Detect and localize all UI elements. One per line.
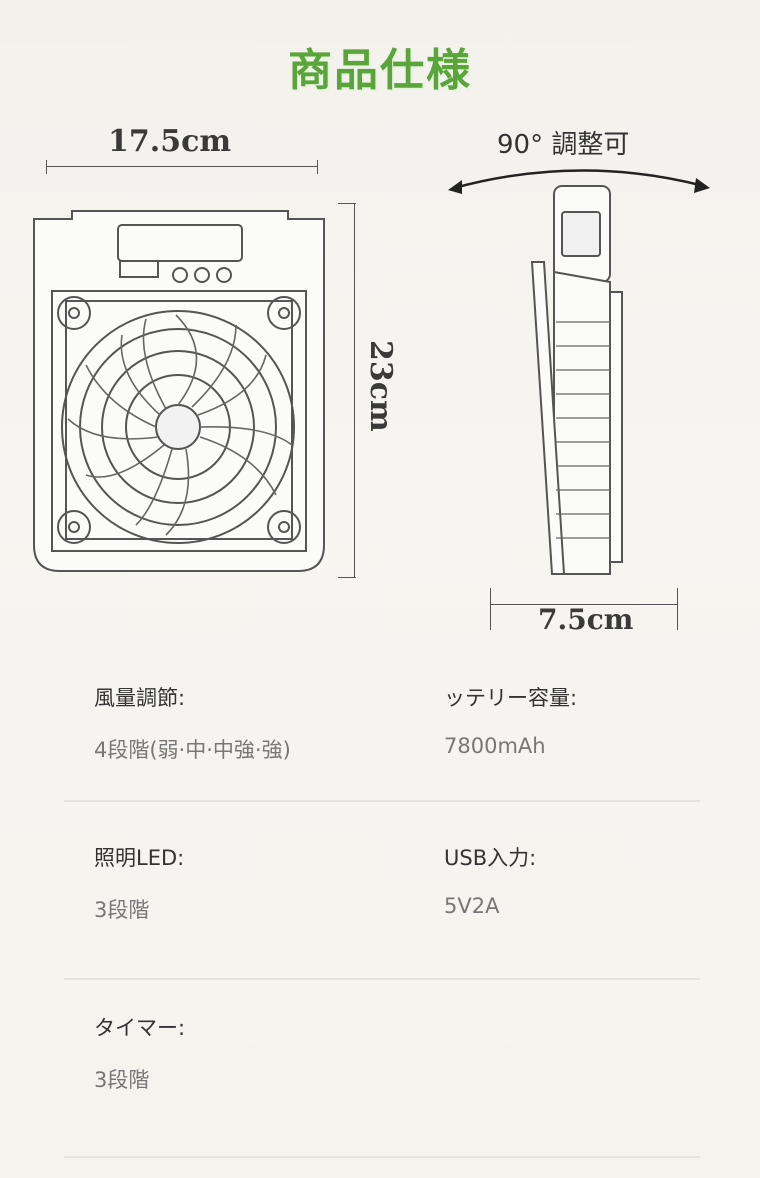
height-dimension: 23cm xyxy=(363,340,398,432)
spec-label: 照明LED: xyxy=(94,846,185,870)
depth-dimension-tick-left xyxy=(490,588,491,630)
depth-dimension-line xyxy=(490,604,678,605)
width-dimension: 17.5cm xyxy=(108,124,232,159)
height-dimension-line xyxy=(354,203,355,577)
depth-dimension: 7.5cm xyxy=(538,603,634,636)
height-dimension-tick-top xyxy=(338,203,356,204)
spec-value: 5V2A xyxy=(444,894,500,918)
spec-label: USB入力: xyxy=(444,846,537,870)
spec-value: 4段階(弱·中·中強·強) xyxy=(94,738,291,762)
width-dimension-tick-right xyxy=(317,160,318,174)
spec-row: 風量調節: 4段階(弱·中·中強·強) ッテリー容量: 7800mAh xyxy=(64,662,700,802)
spec-value: 7800mAh xyxy=(444,734,546,758)
page-title: 商品仕様 xyxy=(288,45,472,96)
spec-label: タイマー: xyxy=(94,1016,186,1040)
spec-row: タイマー: 3段階 xyxy=(64,980,700,1158)
fan-front-drawing xyxy=(33,210,325,572)
spec-row: 照明LED: 3段階 USB入力: 5V2A xyxy=(64,802,700,980)
width-dimension-tick-left xyxy=(46,160,47,174)
spec-table: 風量調節: 4段階(弱·中·中強·強) ッテリー容量: 7800mAh 照明LE… xyxy=(64,662,700,1158)
width-dimension-line xyxy=(46,166,318,167)
spec-label: ッテリー容量: xyxy=(444,686,578,710)
depth-dimension-tick-right xyxy=(677,588,678,630)
spec-value: 3段階 xyxy=(94,898,150,922)
arrow-arc-icon xyxy=(448,169,710,194)
fan-side-drawing xyxy=(530,185,623,575)
height-dimension-tick-bottom xyxy=(338,577,356,578)
spec-value: 3段階 xyxy=(94,1068,150,1092)
angle-label: 90° 調整可 xyxy=(497,130,630,160)
spec-label: 風量調節: xyxy=(94,686,186,710)
